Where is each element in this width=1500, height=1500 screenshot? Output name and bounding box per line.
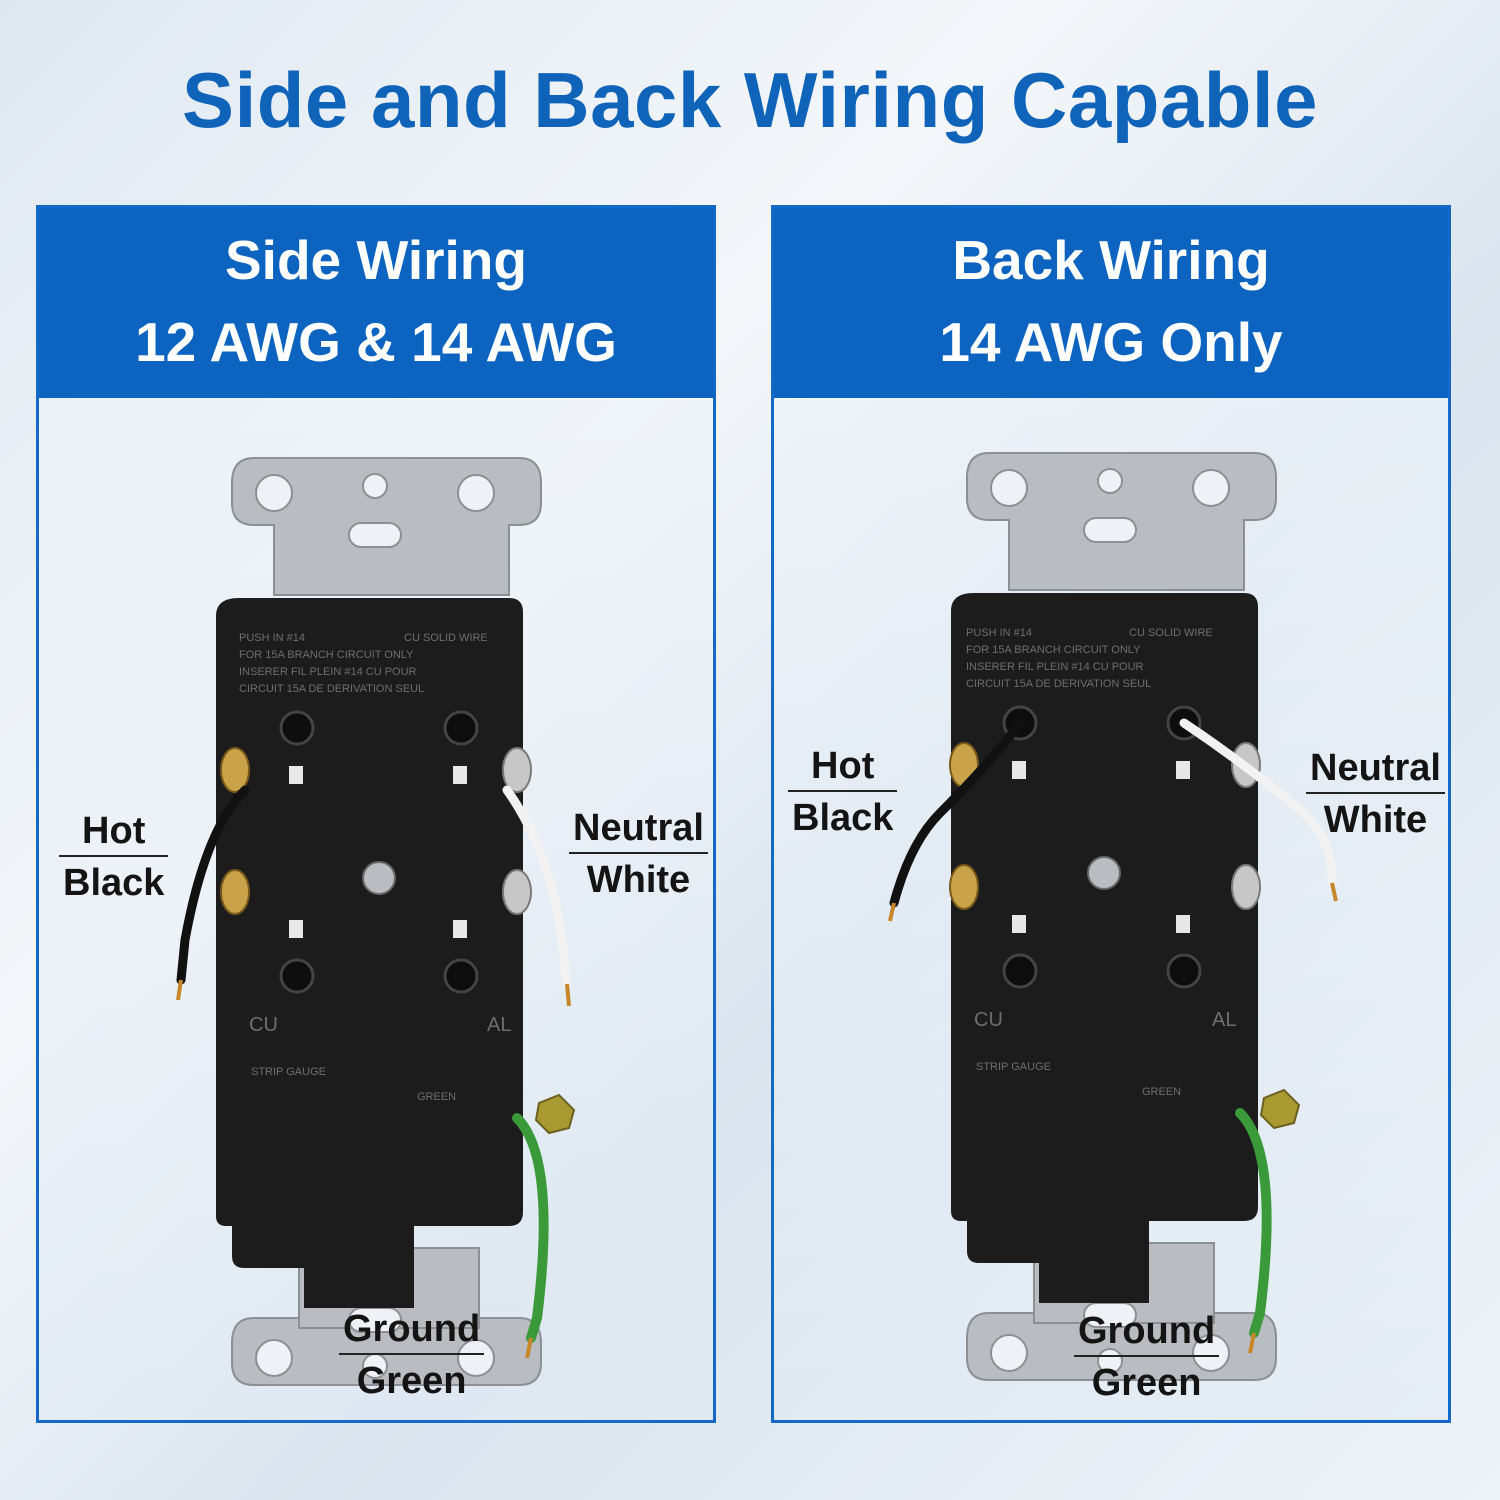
molded-al: AL (1212, 1009, 1236, 1031)
ground-screw (534, 1093, 576, 1135)
brass-screws (220, 747, 250, 915)
ground-wire (512, 1113, 549, 1343)
molded-push-in: PUSH IN #14 (239, 632, 305, 644)
neutral-wire (1179, 718, 1337, 888)
panel-subheading: 12 AWG & 14 AWG (135, 311, 617, 373)
panel-subheading: 14 AWG Only (939, 311, 1283, 373)
molded-push-in: PUSH IN #14 (966, 627, 1032, 639)
molded-green: GREEN (1142, 1086, 1181, 1098)
molded-al: AL (487, 1014, 511, 1036)
ground-wire (1235, 1108, 1272, 1338)
molded-strip-gauge: STRIP GAUGE (251, 1066, 326, 1078)
panel-side-wiring: Side Wiring 12 AWG & 14 AWG (36, 205, 716, 1423)
molded-line2: FOR 15A BRANCH CIRCUIT ONLY (966, 644, 1141, 656)
neutral-wire (502, 785, 572, 989)
molded-strip-gauge: STRIP GAUGE (976, 1061, 1051, 1073)
molded-line3: INSERER FIL PLEIN #14 CU POUR (966, 661, 1144, 673)
panel-heading: Side Wiring (224, 229, 528, 291)
molded-cu-solid: CU SOLID WIRE (404, 632, 488, 644)
panel-header: Side Wiring 12 AWG & 14 AWG (39, 208, 713, 398)
molded-cu: CU (974, 1009, 1003, 1031)
outlet-body (951, 593, 1258, 1303)
outlet-back-diagram-side: PUSH IN #14 CU SOLID WIRE FOR 15A BRANCH… (176, 457, 576, 1386)
panel-back-wiring: Back Wiring 14 AWG Only PUSH (771, 205, 1451, 1423)
panel-heading: Back Wiring (952, 229, 1270, 291)
outlet-back-diagram-back: PUSH IN #14 CU SOLID WIRE FOR 15A BRANCH… (888, 452, 1338, 1381)
molded-line4: CIRCUIT 15A DE DERIVATION SEUL (239, 683, 424, 695)
hot-wire (176, 785, 250, 985)
molded-line3: INSERER FIL PLEIN #14 CU POUR (239, 666, 417, 678)
molded-cu-solid: CU SOLID WIRE (1129, 627, 1213, 639)
panel-header: Back Wiring 14 AWG Only (774, 208, 1448, 398)
silver-screws (502, 747, 532, 915)
molded-cu: CU (249, 1014, 278, 1036)
hot-wire (889, 718, 1025, 908)
ground-screw (1259, 1088, 1301, 1130)
molded-green: GREEN (417, 1091, 456, 1103)
molded-line2: FOR 15A BRANCH CIRCUIT ONLY (239, 649, 414, 661)
molded-line4: CIRCUIT 15A DE DERIVATION SEUL (966, 678, 1151, 690)
main-title: Side and Back Wiring Capable (182, 56, 1318, 144)
outlet-body (216, 598, 523, 1308)
